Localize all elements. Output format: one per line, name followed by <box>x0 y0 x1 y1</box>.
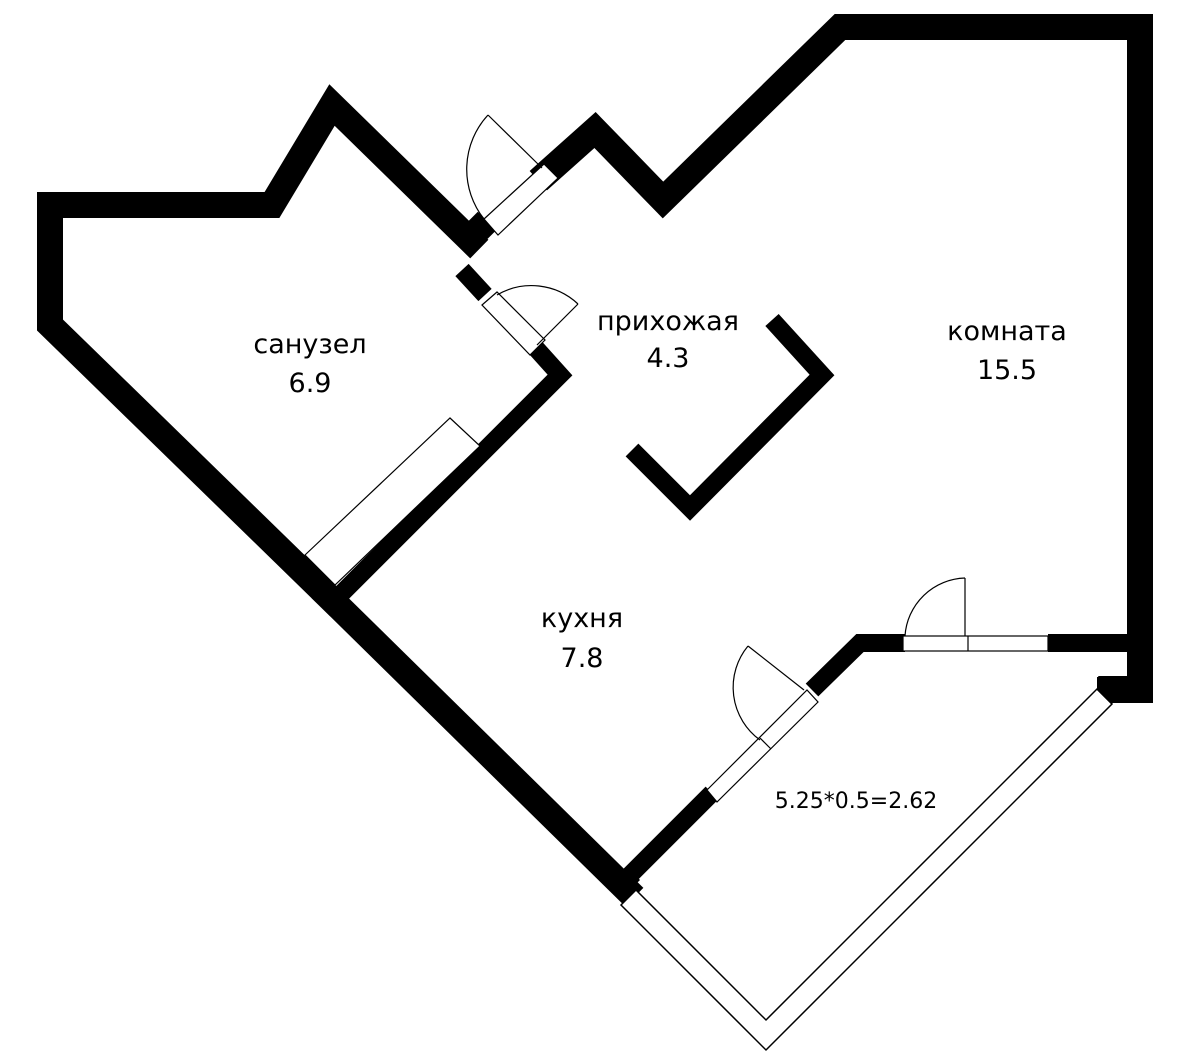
hallway-label: прихожая <box>597 306 739 337</box>
balcony-outer-rail <box>619 687 1114 1052</box>
wall-entry-left <box>452 211 497 256</box>
bathroom-area: 6.9 <box>289 368 332 399</box>
wall-balcony-kitchen <box>618 786 719 887</box>
balcony-end-cap <box>1096 688 1113 705</box>
bathroom-label: санузел <box>253 329 366 360</box>
wall-bathroom-outer <box>37 84 489 617</box>
room-balcony-door-opening <box>902 635 1049 652</box>
kitchen-balcony-door[interactable] <box>706 645 819 803</box>
entry-door-opening <box>483 163 559 236</box>
kitchen-balcony-door-split <box>759 737 772 750</box>
room-balcony-door[interactable] <box>902 577 1049 652</box>
kitchen-balcony-door-arc <box>732 645 761 741</box>
wall-balcony-kitchen-upper <box>805 634 905 697</box>
balcony-left-post <box>612 870 640 898</box>
bathroom-door-leaf <box>536 303 579 346</box>
interior-walls <box>333 263 1130 887</box>
outer-walls <box>37 13 1153 907</box>
wall-north-east <box>529 13 1153 703</box>
bath-opening <box>304 417 481 586</box>
wall-bathroom-hall-lower <box>333 338 573 602</box>
bathroom-door[interactable] <box>481 285 579 356</box>
entry-door-leaf <box>487 114 543 169</box>
wall-closet <box>625 313 835 521</box>
kitchen-area: 7.8 <box>561 643 604 674</box>
entry-door-arc <box>466 114 489 220</box>
bathroom-door-arc <box>496 285 579 305</box>
wall-southwest <box>311 579 644 907</box>
wall-bathroom-hall <box>455 263 492 302</box>
balcony-corner-post <box>1098 676 1130 700</box>
entry-wall-stubs <box>452 211 497 256</box>
bathroom-partition <box>304 417 481 586</box>
room-label: комната <box>947 316 1067 347</box>
balcony-label: 5.25*0.5=2.62 <box>775 789 937 814</box>
room-balcony-door-arc <box>904 577 966 637</box>
room-labels: санузел 6.9 прихожая 4.3 комната 15.5 ку… <box>253 306 1066 814</box>
kitchen-balcony-door-opening <box>706 689 819 803</box>
bathroom-door-opening <box>481 291 546 356</box>
kitchen-label: кухня <box>541 603 623 634</box>
kitchen-balcony-door-leaf <box>747 645 805 691</box>
balcony <box>612 676 1130 1052</box>
hallway-area: 4.3 <box>647 343 690 374</box>
entry-door[interactable] <box>466 114 559 236</box>
room-area: 15.5 <box>977 355 1037 386</box>
